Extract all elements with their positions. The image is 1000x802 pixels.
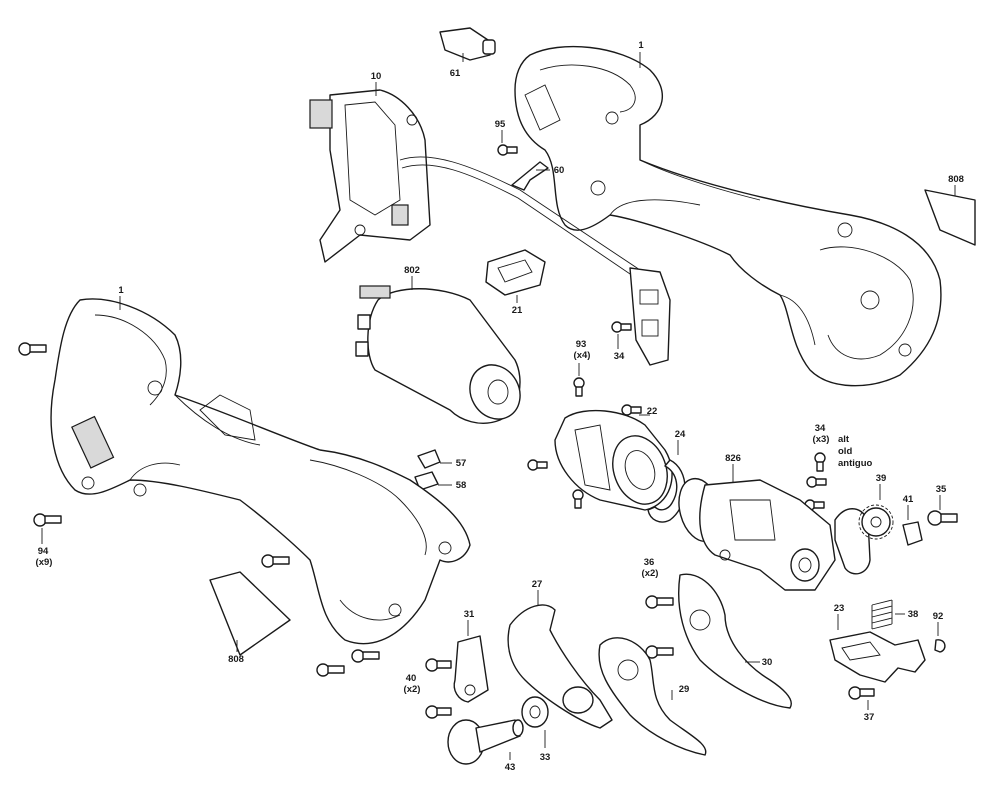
gear-39 [858,504,894,540]
label-40-qty: (x2) [404,684,421,695]
screw-34-b-set [804,452,827,511]
label-36: 36 [644,557,655,568]
part-41 [902,521,923,546]
label-alt-2: old [838,446,852,457]
pin-43 [447,719,524,765]
label-30: 30 [762,657,773,668]
label-29: 29 [679,684,690,695]
trigger-23 [829,631,926,683]
part-61-knob [439,27,496,61]
blade-27-hub [562,686,594,714]
label-21: 21 [512,305,523,316]
label-23: 23 [834,603,845,614]
label-61: 61 [450,68,461,79]
label-34-b: 34 [815,423,826,434]
screw-36-set [645,595,674,659]
label-alt-3: antiguo [838,458,872,469]
screw-93 [573,377,585,397]
clip-92 [934,639,946,653]
plate-alt [834,508,871,575]
label-33: 33 [540,752,551,763]
label-802: 802 [404,265,420,276]
label-58: 58 [456,480,467,491]
label-94-qty: (x9) [36,557,53,568]
screw-95 [497,144,518,156]
label-1-left: 1 [118,285,124,296]
washer-33 [521,696,549,728]
screw-37 [848,686,875,700]
label-93: 93 [576,339,587,350]
housing-half-right [514,45,942,387]
label-22: 22 [647,406,658,417]
label-40: 40 [406,673,417,684]
motor-802 [355,285,521,424]
label-95: 95 [495,119,506,130]
label-31: 31 [464,609,475,620]
part-60-clip [511,161,549,191]
label-60: 60 [554,165,565,176]
label-93-qty: (x4) [574,350,591,361]
label-808-left: 808 [228,654,244,665]
screw-34-a [611,321,632,333]
label-10: 10 [371,71,382,82]
label-38: 38 [908,609,919,620]
screw-35 [927,510,958,526]
label-34-a: 34 [614,351,625,362]
gearbox-22 [554,409,673,511]
label-alt-1: alt [838,434,850,445]
label-94: 94 [38,546,49,557]
label-41: 41 [903,494,914,505]
callout-labels: 1 10 61 95 60 808 802 21 93 (x4) 34 22 2… [36,40,964,773]
label-57: 57 [456,458,467,469]
label-808-right [924,189,976,246]
blade-30-hole [689,609,711,631]
leader-lines [41,52,956,760]
switch-module [629,267,671,366]
gear-housing-826 [678,477,836,591]
part-31-plate [453,635,489,703]
blade-30 [678,573,792,709]
label-808-left [209,571,291,656]
label-37: 37 [864,712,875,723]
screw-22-set [527,404,642,509]
part-57 [417,449,441,469]
label-27: 27 [532,579,543,590]
label-36-qty: (x2) [642,568,659,579]
part-21-slider [485,249,546,296]
label-808-right: 808 [948,174,964,185]
label-92: 92 [933,611,944,622]
label-35: 35 [936,484,947,495]
blade-29 [598,637,707,756]
label-24: 24 [675,429,686,440]
blade-29-hole [617,659,639,681]
label-43: 43 [505,762,516,773]
label-826: 826 [725,453,741,464]
circuit-board [309,89,641,279]
label-34-b-qty: (x3) [813,434,830,445]
housing-half-left [50,298,471,645]
screw-40-set [425,658,452,719]
spring-38 [871,599,893,630]
label-39: 39 [876,473,887,484]
label-1-top: 1 [638,40,644,51]
